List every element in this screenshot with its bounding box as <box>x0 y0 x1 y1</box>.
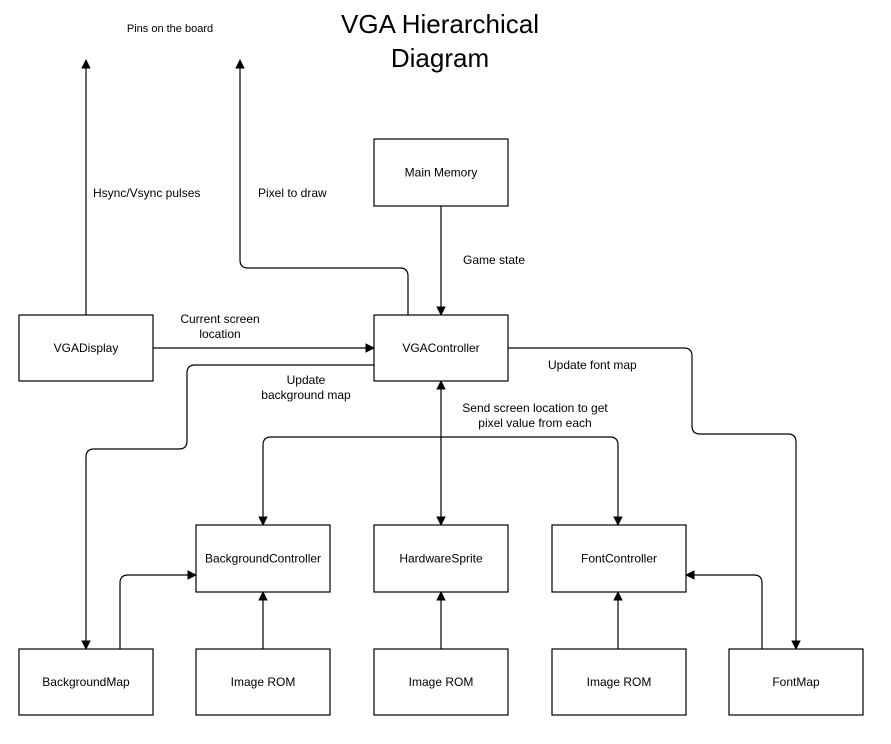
node-main-memory-label: Main Memory <box>405 166 478 180</box>
node-image-rom-3: Image ROM <box>551 648 687 716</box>
node-background-map-label: BackgroundMap <box>42 675 130 689</box>
edge-label-update-background-1: Update <box>287 373 326 387</box>
node-background-controller-label: BackgroundController <box>205 552 321 566</box>
edge-update-font-map <box>508 347 801 650</box>
node-main-memory: Main Memory <box>373 138 509 207</box>
edge-branch-to-font-controller <box>441 436 623 526</box>
edge-label-pixel-to-draw: Pixel to draw <box>258 186 327 200</box>
node-font-controller: FontController <box>551 524 687 593</box>
edge-label-hsync-vsync: Hsync/Vsync pulses <box>93 186 200 200</box>
node-font-map-label: FontMap <box>772 675 820 689</box>
edge-label-game-state: Game state <box>463 253 525 267</box>
node-font-controller-label: FontController <box>581 552 657 566</box>
node-background-controller: BackgroundController <box>195 524 331 593</box>
pins-on-board-label: Pins on the board <box>127 23 213 35</box>
node-image-rom-2: Image ROM <box>373 648 509 716</box>
node-vga-display-label: VGADisplay <box>54 341 119 355</box>
node-vga-display: VGADisplay <box>18 314 154 382</box>
edge-label-send-screen-2: pixel value from each <box>478 416 591 430</box>
node-hardware-sprite: HardwareSprite <box>373 524 509 593</box>
edge-label-update-font-map: Update font map <box>548 358 637 372</box>
node-vga-controller: VGAController <box>373 314 509 382</box>
edge-label-current-screen-2: location <box>199 327 240 341</box>
edge-update-background-map <box>81 364 374 650</box>
node-background-map: BackgroundMap <box>18 648 154 716</box>
diagram-title-line1: VGA Hierarchical <box>341 9 539 39</box>
diagram-title-line2: Diagram <box>391 43 489 73</box>
node-vga-controller-label: VGAController <box>402 341 479 355</box>
edge-pixel-to-draw <box>235 59 409 315</box>
edge-label-current-screen-1: Current screen <box>180 312 259 326</box>
edge-label-update-background-2: background map <box>261 388 351 402</box>
edge-label-send-screen-1: Send screen location to get <box>462 401 608 415</box>
node-image-rom-1: Image ROM <box>195 648 331 716</box>
node-image-rom-2-label: Image ROM <box>409 675 474 689</box>
node-font-map: FontMap <box>728 648 864 716</box>
node-hardware-sprite-label: HardwareSprite <box>399 552 483 566</box>
edge-bgmap-to-bgcontroller <box>119 570 197 649</box>
edge-branch-to-controllers <box>258 436 441 526</box>
node-image-rom-1-label: Image ROM <box>231 675 296 689</box>
node-image-rom-3-label: Image ROM <box>587 675 652 689</box>
edge-fontmap-to-fontcontroller <box>685 570 763 649</box>
